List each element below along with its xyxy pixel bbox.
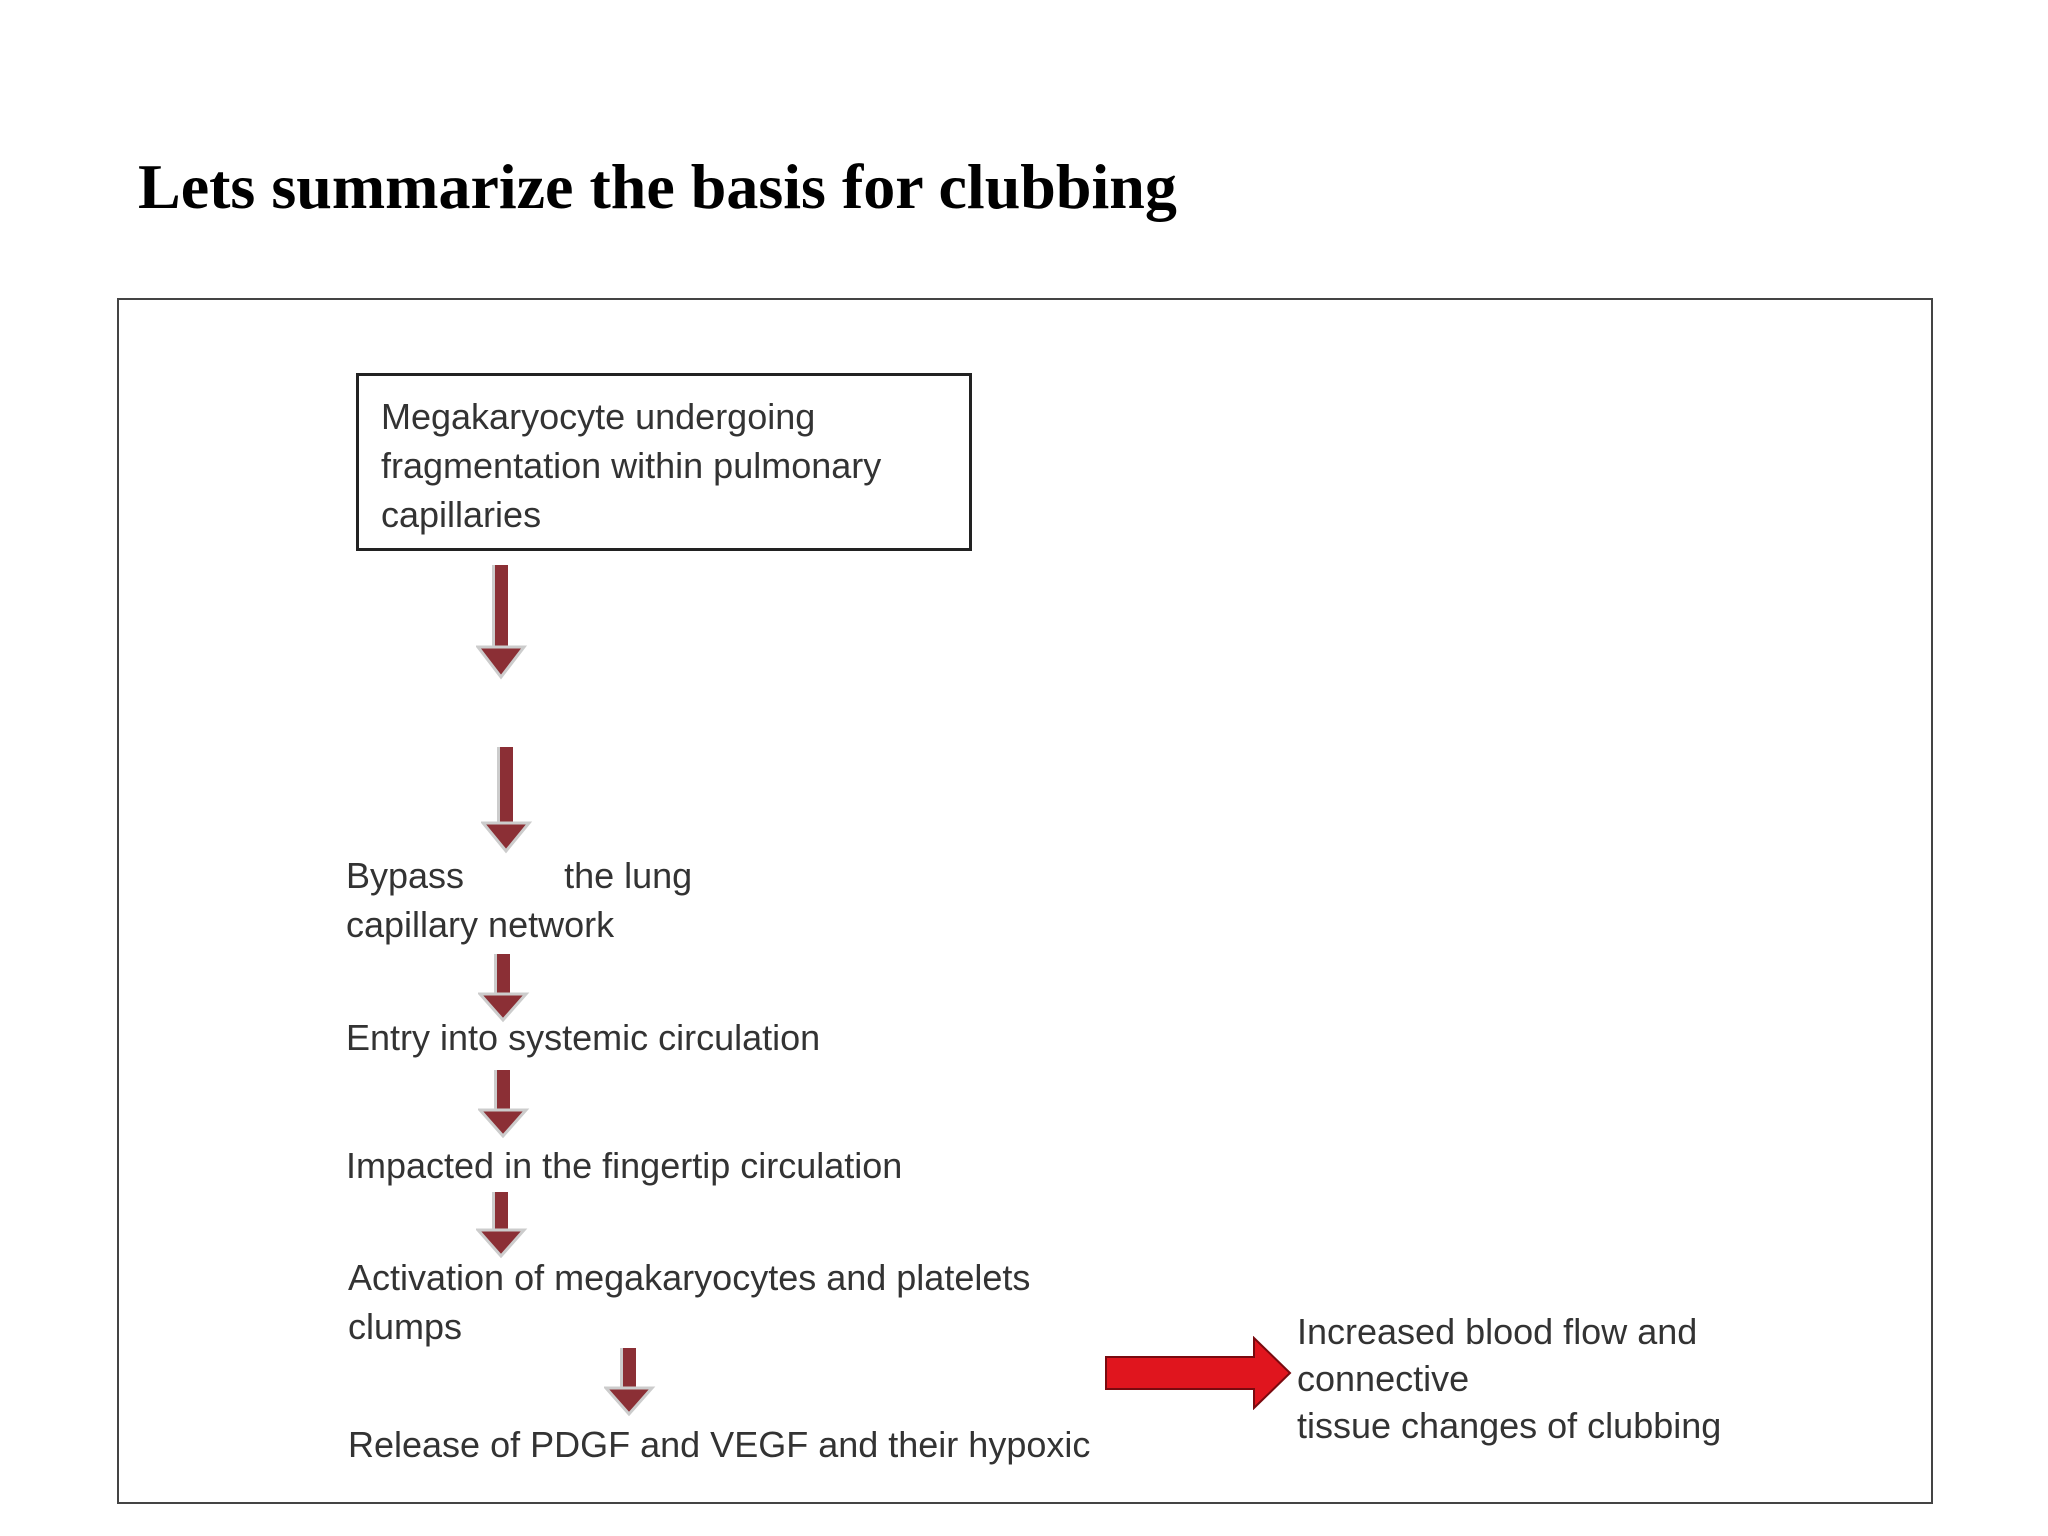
step-activation-line2: clumps bbox=[348, 1306, 463, 1347]
slide-title: Lets summarize the basis for clubbing bbox=[138, 151, 1177, 222]
step-activation-line1: Activation of megakaryocytes and platele… bbox=[348, 1257, 1031, 1298]
outcome-line-3: tissue changes of clubbing bbox=[1297, 1405, 1722, 1446]
outcome-line-1: Increased blood flow and bbox=[1297, 1311, 1698, 1352]
step-bypass-line2: capillary network bbox=[346, 904, 615, 945]
flow-arrow-2 bbox=[481, 747, 533, 854]
start-box: Megakaryocyte undergoing fragmentation w… bbox=[356, 373, 972, 551]
flow-arrow-4 bbox=[478, 1070, 530, 1139]
flow-arrow-5 bbox=[476, 1192, 528, 1259]
step-bypass-part1: Bypass bbox=[346, 855, 465, 896]
start-box-line-2: fragmentation within pulmonary bbox=[381, 445, 882, 486]
step-bypass: Bypass the lung capillary network bbox=[346, 851, 692, 949]
flow-arrow-1 bbox=[476, 565, 528, 680]
step-bypass-part2: the lung bbox=[564, 855, 693, 896]
step-activation: Activation of megakaryocytes and platele… bbox=[348, 1253, 1030, 1351]
outcome-arrow bbox=[1105, 1336, 1292, 1410]
outcome-text: Increased blood flow and connective tiss… bbox=[1297, 1308, 1721, 1449]
step-impacted: Impacted in the fingertip circulation bbox=[346, 1145, 903, 1186]
step-entry: Entry into systemic circulation bbox=[346, 1017, 821, 1058]
flow-arrow-6 bbox=[604, 1348, 656, 1417]
step-release: Release of PDGF and VEGF and their hypox… bbox=[348, 1424, 1091, 1465]
start-box-line-1: Megakaryocyte undergoing bbox=[381, 396, 816, 437]
outcome-line-2: connective bbox=[1297, 1358, 1470, 1399]
flow-arrow-3 bbox=[478, 954, 530, 1023]
start-box-line-3: capillaries bbox=[381, 494, 542, 535]
